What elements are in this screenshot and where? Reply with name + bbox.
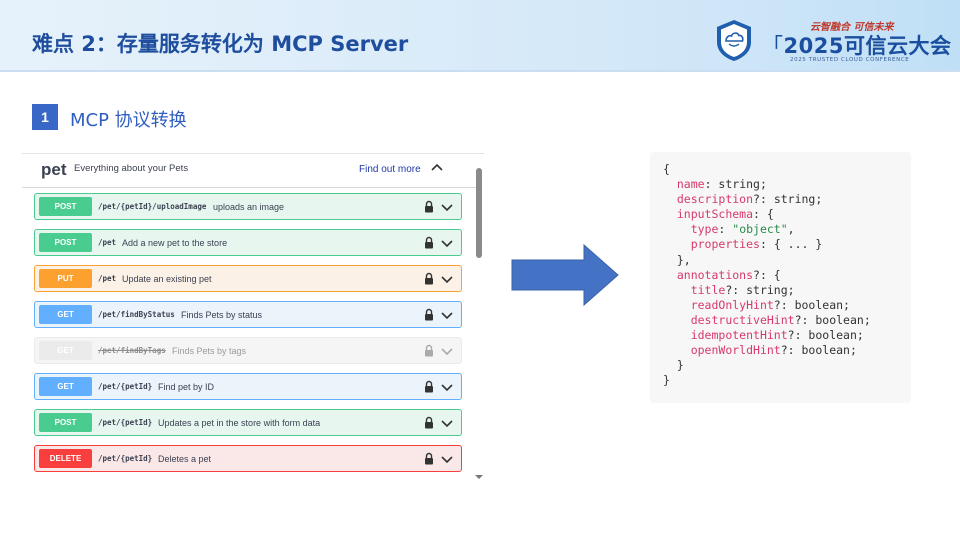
lock-icon[interactable] [424,200,434,213]
operation-row[interactable]: GET /pet/findByStatus Finds Pets by stat… [34,301,462,328]
section-number: 1 [32,104,58,130]
operation-summary: uploads an image [213,202,285,212]
slide-header: 难点 2：存量服务转化为 MCP Server 云智融合 可信未来 「2025可… [0,0,960,72]
code-key: properties [690,237,760,252]
scrollbar-thumb[interactable] [476,168,482,258]
code-type: boolean [794,297,844,312]
operation-row-deprecated[interactable]: GET /pet/findByTags Finds Pets by tags [34,337,462,364]
operation-row[interactable]: DELETE /pet/{petId} Deletes a pet [34,445,462,472]
code-key: annotations [676,267,754,282]
chevron-down-icon[interactable] [440,274,454,284]
lock-icon[interactable] [424,380,434,393]
lock-icon[interactable] [424,308,434,321]
operation-path: /pet [98,238,117,247]
operation-row[interactable]: POST /pet Add a new pet to the store [34,229,462,256]
operation-path: /pet/{petId}/uploadImage [98,202,207,211]
lock-icon[interactable] [424,416,434,429]
scroll-down-arrow-icon[interactable] [475,475,483,479]
lock-icon[interactable] [424,452,434,465]
method-badge: POST [39,197,92,216]
lock-icon[interactable] [424,236,434,249]
code-key: title [690,282,726,297]
tag-description: Everything about your Pets [74,163,189,174]
code-type: string [718,177,760,192]
operation-summary: Find pet by ID [158,382,215,392]
operation-summary: Updates a pet in the store with form dat… [158,418,321,428]
operation-path: /pet/findByTags [98,346,166,355]
operation-summary: Update an existing pet [122,274,212,284]
conference-slogan: 云智融合 可信未来 [810,22,894,33]
method-badge: GET [39,377,92,396]
code-token: } [676,358,684,373]
method-badge: POST [39,233,92,252]
code-key: idempotentHint [690,328,788,343]
code-key: description [676,192,754,207]
code-type: boolean [801,343,850,358]
code-type: string [773,192,816,207]
operation-path: /pet [98,274,117,283]
chevron-up-icon[interactable] [430,162,444,172]
code-key: destructiveHint [690,312,795,327]
lock-icon[interactable] [424,344,434,357]
code-token: } [663,373,670,388]
method-badge: DELETE [39,449,92,468]
code-type: string [746,282,788,297]
operation-path: /pet/{petId} [98,454,153,463]
chevron-down-icon[interactable] [440,418,454,428]
code-key: name [676,177,705,192]
conference-subtitle: 2025 TRUSTED CLOUD CONFERENCE [790,57,910,63]
chevron-down-icon[interactable] [440,238,454,248]
trusted-cloud-logo-icon [717,20,751,61]
method-badge: POST [39,413,92,432]
tag-name: pet [41,160,67,179]
code-type: boolean [808,328,857,343]
operation-path: /pet/findByStatus [98,310,175,319]
operation-path: /pet/{petId} [98,382,153,391]
slide-title: 难点 2：存量服务转化为 MCP Server [32,32,409,56]
swagger-panel: pet Everything about your Pets Find out … [22,153,484,479]
operation-row[interactable]: POST /pet/{petId} Updates a pet in the s… [34,409,462,436]
operation-path: /pet/{petId} [98,418,153,427]
operation-summary: Finds Pets by status [181,310,263,320]
conference-bracket: 「 [762,34,784,58]
method-badge: PUT [39,269,92,288]
code-key: type [690,222,719,237]
chevron-down-icon[interactable] [440,346,454,356]
code-key: openWorldHint [690,343,781,358]
chevron-down-icon[interactable] [440,310,454,320]
mcp-tool-schema-code: { name: string; description?: string; in… [650,152,911,403]
code-token: }, [676,252,691,267]
find-out-more-link[interactable]: Find out more [359,164,421,175]
operation-summary: Finds Pets by tags [172,346,247,356]
code-string: "object" [732,222,788,237]
method-badge: GET [39,341,92,360]
chevron-down-icon[interactable] [440,382,454,392]
code-key: readOnlyHint [690,297,774,312]
conference-title-text: 2025可信云大会 [783,34,952,58]
section-title: MCP 协议转换 [70,110,187,131]
code-token: { ... } [773,237,823,252]
operation-row[interactable]: POST /pet/{petId}/uploadImage uploads an… [34,193,462,220]
chevron-down-icon[interactable] [440,454,454,464]
code-token: { [663,162,670,176]
chevron-down-icon[interactable] [440,202,454,212]
operation-row[interactable]: GET /pet/{petId} Find pet by ID [34,373,462,400]
operation-summary: Add a new pet to the store [122,238,228,248]
right-arrow-icon [511,244,619,306]
conference-title: 「2025可信云大会 [762,30,951,60]
lock-icon[interactable] [424,272,434,285]
method-badge: GET [39,305,92,324]
operation-row[interactable]: PUT /pet Update an existing pet [34,265,462,292]
code-key: inputSchema [676,207,754,222]
code-type: boolean [815,312,864,327]
tag-header-pet[interactable]: pet Everything about your Pets Find out … [22,154,478,188]
operation-summary: Deletes a pet [158,454,212,464]
